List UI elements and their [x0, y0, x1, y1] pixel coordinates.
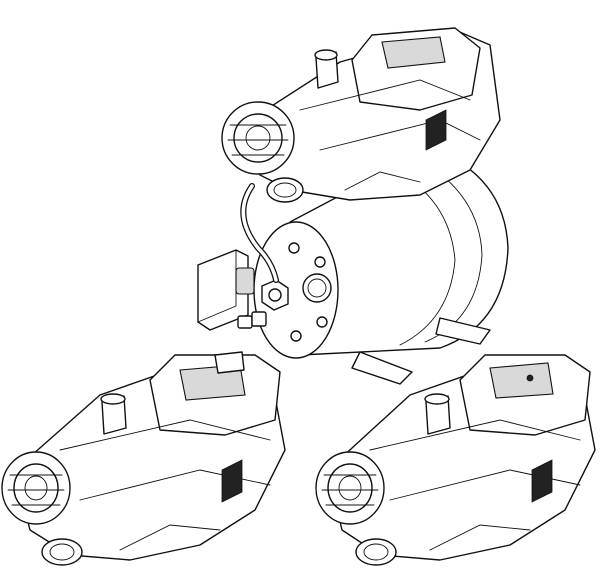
- tank-foot-front: [351, 351, 413, 385]
- surface-pump-variant-a-icon: [1, 351, 286, 566]
- surface-pump-variant-b-icon: [315, 354, 596, 566]
- pressure-switch-box: [197, 249, 255, 331]
- pump-unit-top: [221, 27, 501, 203]
- tank-foot-rear: [435, 317, 491, 345]
- pump-with-pressure-tank-icon: [197, 27, 509, 385]
